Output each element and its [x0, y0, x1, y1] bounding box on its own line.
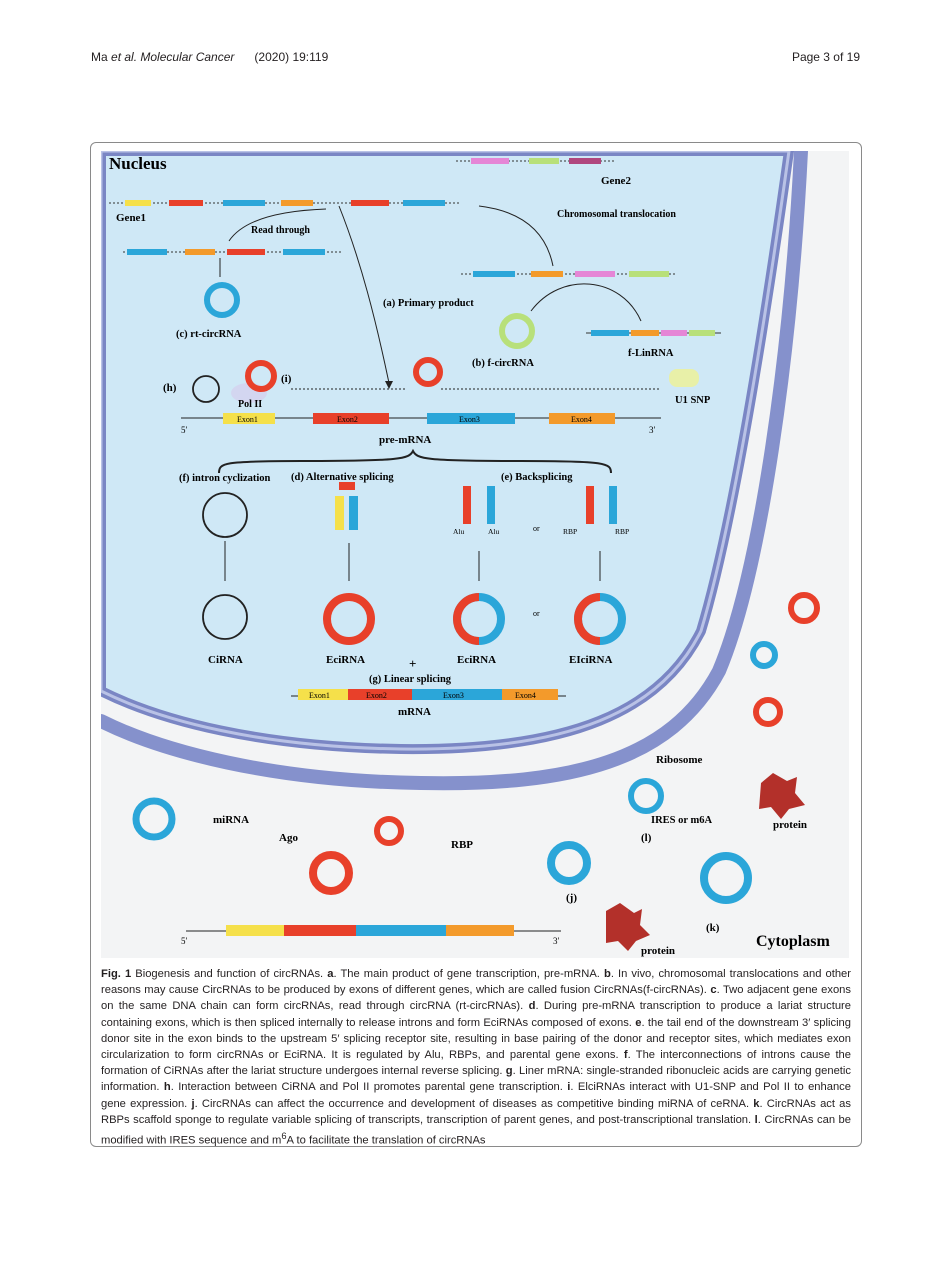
gene2-label: Gene2: [601, 175, 631, 187]
mrna-exon1: Exon1: [309, 691, 330, 700]
nucleus-label: Nucleus: [109, 154, 167, 173]
mrna-exon3: Exon3: [443, 691, 464, 700]
nucleus-body: [101, 151, 795, 755]
page-number: Page 3 of 19: [791, 50, 860, 64]
f-circrna-label: (b) f-circRNA: [472, 358, 534, 369]
pre-mrna-3prime: 3′: [649, 425, 656, 435]
cirna-label: CiRNA: [208, 654, 243, 666]
read-through-label: Read through: [251, 225, 310, 236]
rbp-cytoplasm-label: RBP: [451, 839, 473, 851]
alu-left: Alu: [453, 527, 465, 536]
label-h: (h): [163, 382, 177, 394]
protein-label-1: protein: [773, 819, 807, 831]
label-j: (j): [566, 892, 577, 904]
pre-mrna-5prime: 5′: [181, 425, 188, 435]
rt-circrna-label: (c) rt-circRNA: [176, 329, 242, 340]
or-label-2: or: [533, 609, 540, 618]
mrna-exon2: Exon2: [366, 691, 387, 700]
or-label-1: or: [533, 524, 540, 533]
eicirna-label: EIciRNA: [569, 654, 612, 666]
running-header-citation: Ma et al. Molecular Cancer (2020) 19:119: [91, 50, 329, 64]
pol-ii-label: Pol II: [238, 399, 262, 410]
label-i: (i): [281, 373, 292, 385]
ires-label: IRES or m6A: [651, 815, 712, 826]
rbp-right: RBP: [615, 527, 629, 536]
label-l: (l): [641, 832, 652, 844]
figure-caption: Fig. 1 Biogenesis and function of circRN…: [101, 968, 852, 1147]
pre-mrna-label: pre-mRNA: [379, 434, 431, 446]
alu-right: Alu: [488, 527, 500, 536]
figure-illustration: Nucleus Cytoplasm Gene2 Gene1 Read throu…: [101, 151, 849, 958]
linear-splicing-label: (g) Linear splicing: [369, 674, 452, 685]
bottom-3prime: 3′: [553, 936, 560, 946]
rbp-left: RBP: [563, 527, 577, 536]
backsplicing-label: (e) Backsplicing: [501, 472, 573, 483]
mirna-label: miRNA: [213, 814, 249, 826]
u1-snp-label: U1 SNP: [675, 395, 711, 406]
ribosome-label: Ribosome: [656, 754, 703, 766]
plus-sign: +: [409, 656, 416, 671]
f-linrna-label: f-LinRNA: [628, 348, 674, 359]
ago-label: Ago: [279, 832, 298, 844]
alternative-splicing-label: (d) Alternative splicing: [291, 472, 394, 483]
pre-mrna-exon1: Exon1: [237, 415, 258, 424]
label-k: (k): [706, 922, 720, 934]
ecirna-label-d: EciRNA: [326, 654, 365, 666]
mrna-exon4: Exon4: [515, 691, 536, 700]
intron-cyclization-label: (f) intron cyclization: [179, 473, 271, 484]
cytoplasm-label: Cytoplasm: [756, 933, 830, 950]
gene1-label: Gene1: [116, 212, 146, 224]
pre-mrna-exon3: Exon3: [459, 415, 480, 424]
pre-mrna-exon4: Exon4: [571, 415, 592, 424]
bottom-5prime: 5′: [181, 936, 188, 946]
mrna-label: mRNA: [398, 706, 431, 718]
primary-product-label: (a) Primary product: [383, 298, 474, 309]
pre-mrna-exon2: Exon2: [337, 415, 358, 424]
chromosomal-translocation-label: Chromosomal translocation: [557, 209, 676, 220]
ecirna-label-e: EciRNA: [457, 654, 496, 666]
protein-label-2: protein: [641, 945, 675, 957]
